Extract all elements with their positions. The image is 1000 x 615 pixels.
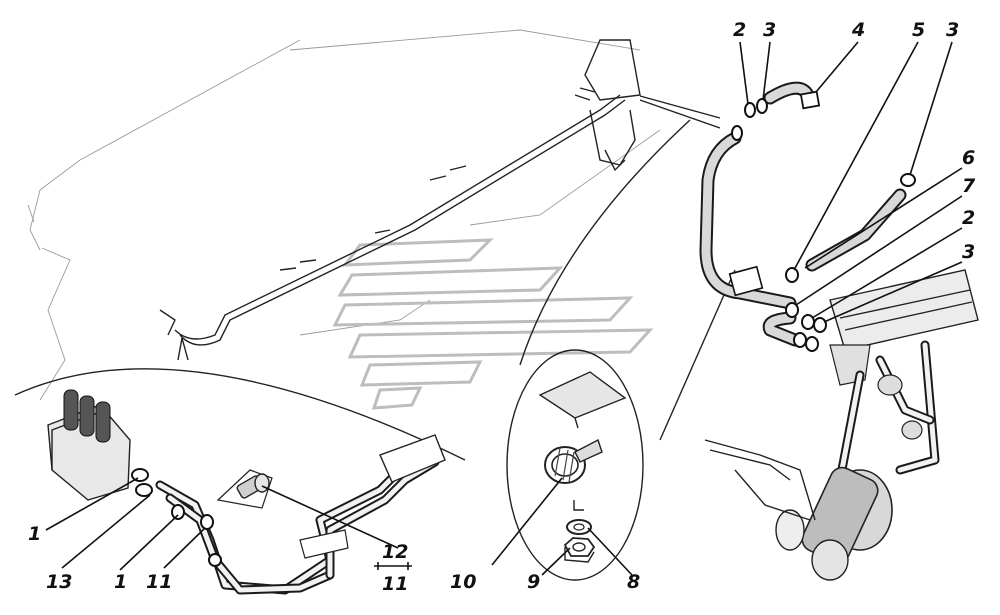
callout-7: 7 [962,175,976,197]
ring-7 [785,302,799,318]
bolt-12 [216,469,273,509]
ring-top-left [731,125,743,141]
callout-3-lower: 3 [962,241,975,263]
hose-assembly [699,81,916,352]
callout-1-upper: 1 [28,523,41,545]
heater-unit [704,269,979,581]
callout-13: 13 [46,571,72,593]
ring-11 [200,514,214,530]
clamp-10 [544,438,603,484]
ring-1b [171,504,185,520]
watermark-logo [332,238,654,410]
callout-9: 9 [527,571,540,593]
nut-9 [563,537,596,563]
fuel-tubes-bottom [155,434,446,595]
cab-outline [27,29,661,401]
pump-block [47,389,153,501]
main-fuel-line [159,39,641,346]
bottom-left-detail-frame [14,337,466,461]
ring-5 [785,267,799,283]
callout-6: 6 [962,147,975,169]
clamp-detail [538,371,627,563]
callout-labels: 2 3 4 5 3 6 7 2 3 10 9 8 1 13 1 11 12 11 [28,19,976,595]
callout-2-top: 2 [733,19,746,41]
callout-5: 5 [912,19,925,41]
callout-3-top: 3 [763,19,776,41]
callout-3-right: 3 [946,19,959,41]
ring-2a [744,102,756,118]
washer-8 [566,519,592,535]
callout-10: 10 [450,571,476,593]
ring-3b [900,173,916,187]
leader-lines [45,41,963,576]
callout-11-left: 11 [146,571,172,593]
ring-3a [756,98,768,114]
ring-3c [813,317,827,333]
bottom-middle-detail-frame [506,349,644,581]
callout-12: 12 [382,541,408,563]
callout-8: 8 [627,571,640,593]
callout-11-right: 11 [382,573,408,595]
callout-1-lower: 1 [114,571,127,593]
detail-connectors [519,95,736,441]
hose-6 [805,188,907,272]
callout-2-right: 2 [962,207,975,229]
callout-4: 4 [851,19,865,41]
hose-4 [763,81,821,110]
